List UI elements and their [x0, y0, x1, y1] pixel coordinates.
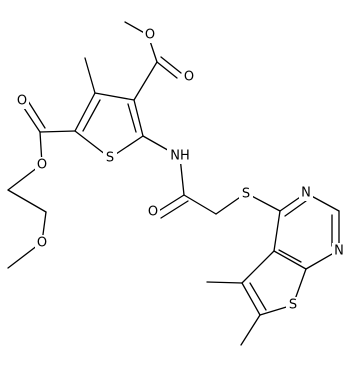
bond-pyr-c4-n3-double [284, 200, 307, 217]
bond-pyr-c4a-c4 [273, 210, 281, 252]
bond-ester3-carbonyl-double [160, 56, 182, 74]
bond-ester3-to-ring [133, 61, 158, 101]
bond-ring-c3-c4 [94, 92, 135, 101]
atom-n: N [334, 244, 344, 259]
atom-o: O [184, 70, 194, 85]
ester3-ether-oxygen-label: O [143, 27, 157, 43]
atom-labels: O O S NH O O O O [15, 27, 346, 313]
ester5-carbonyl-oxygen-label: O [15, 93, 29, 109]
bond-thio-c6-methyl [240, 314, 261, 346]
bond-pyr-c7a-c4a [273, 250, 307, 270]
bond-ring-c4-c5-double [82, 99, 101, 132]
bond-thio-c4a-c5 [241, 250, 275, 284]
side-chain-oxygen-label: O [35, 235, 49, 251]
atom-o: O [17, 94, 27, 109]
thioether-sulfur-label: S [239, 186, 253, 202]
atom-o: O [145, 28, 155, 43]
thienopyrimidine-sulfur-label: S [286, 297, 300, 313]
atom-o: O [37, 236, 47, 251]
atom-s: S [242, 187, 250, 202]
bond-thio-c5-c6-double [249, 282, 267, 311]
bond-amide-carbonyl [156, 194, 185, 213]
bond-ester3-carbonyl [156, 61, 178, 79]
ester3-carbonyl-oxygen-label: O [182, 69, 196, 85]
bond-ring-c4-c5 [74, 92, 96, 132]
bond-ring-c2-c3-double [127, 103, 137, 133]
pyrimidine-n1-label: N [332, 243, 346, 259]
bond-amide-carbonyl-double [160, 200, 189, 219]
bond-ring-methyl [84, 57, 96, 94]
atom-s: S [106, 151, 114, 166]
thiophene-sulfur-label: S [103, 150, 117, 166]
amide-oxygen-label: O [146, 204, 160, 220]
atom-s: S [289, 298, 297, 313]
bond-ester5-carbonyl [39, 130, 76, 133]
bond-ester5-to-o-carbonyl [21, 104, 41, 133]
atom-nh: NH [170, 149, 190, 164]
bond-ester5-to-o-carbonyl-double [27, 100, 46, 129]
atom-o: O [148, 205, 158, 220]
bond-chain-ch2-ch2 [7, 189, 47, 213]
bond-thio-c5-c6 [241, 282, 261, 316]
atom-n: N [301, 186, 311, 201]
bonds [7, 21, 340, 346]
bond-carbonyl-to-ch2 [183, 194, 217, 215]
bond-thio-c5-methyl [206, 281, 243, 284]
bond-pyr-c7a-c4a-double [278, 249, 302, 263]
ester5-ether-oxygen-label: O [35, 157, 49, 173]
bond-ring-c2-c3 [133, 99, 144, 137]
pyrimidine-n3-label: N [299, 185, 313, 201]
atom-o: O [37, 158, 47, 173]
amide-nh-label: NH [167, 148, 193, 164]
